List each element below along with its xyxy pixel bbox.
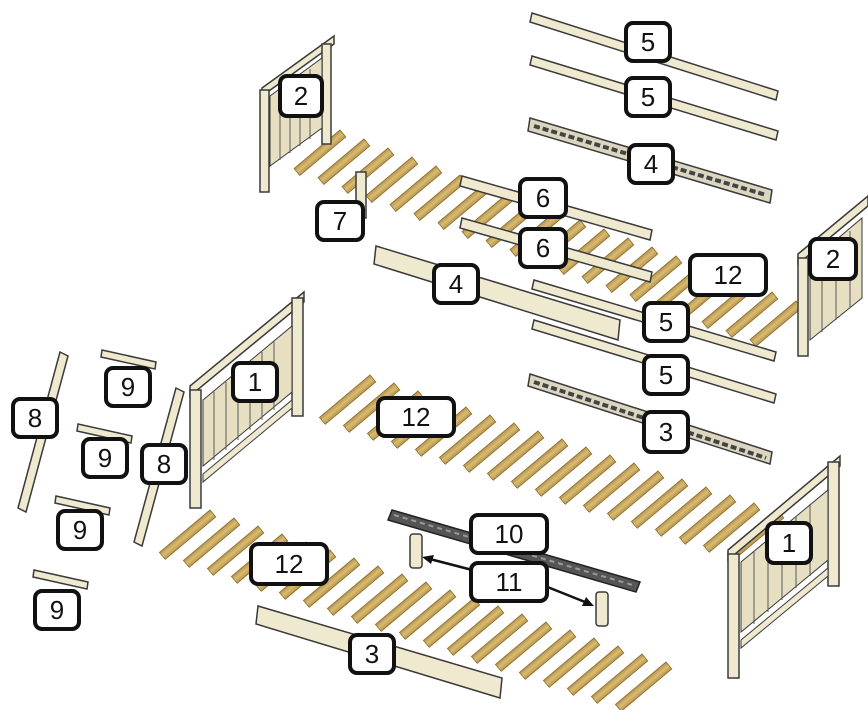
bed-slat	[590, 653, 649, 704]
leg-11-b	[595, 591, 609, 627]
callout-2: 2	[808, 237, 858, 281]
callout-9: 9	[104, 366, 152, 408]
callout-3: 3	[642, 410, 690, 454]
leg-11-a	[409, 533, 423, 569]
bed-slat	[342, 382, 401, 433]
cleat-9-d	[32, 569, 89, 590]
callout-9: 9	[56, 509, 104, 551]
callout-10: 10	[469, 513, 549, 555]
cleat-9-a	[100, 349, 157, 370]
bed-slat	[438, 414, 497, 465]
callout-5: 5	[624, 76, 672, 118]
callout-1: 1	[231, 361, 279, 403]
bed-slat	[614, 661, 673, 710]
callout-7: 7	[315, 200, 365, 242]
bed-slat	[654, 486, 713, 537]
callout-12: 12	[249, 542, 329, 586]
bed-slat	[341, 147, 395, 195]
bed-slat	[510, 438, 569, 489]
callout-12: 12	[376, 396, 456, 438]
callout-11: 11	[469, 561, 549, 603]
bed-slat	[630, 478, 689, 529]
bed-slat	[462, 422, 521, 473]
bed-slat	[518, 629, 577, 680]
bed-slat	[725, 291, 779, 339]
bed-slat	[566, 645, 625, 696]
bed-slat	[206, 525, 265, 576]
bed-slat	[318, 374, 377, 425]
bed-slat	[365, 156, 419, 204]
bed-slat	[606, 470, 665, 521]
bed-slat	[389, 165, 443, 213]
bed-slat	[158, 509, 217, 560]
bed-slat	[542, 637, 601, 688]
bed-slat	[398, 589, 457, 640]
callout-4: 4	[627, 143, 675, 185]
bed-slat	[446, 605, 505, 656]
callout-8: 8	[11, 397, 59, 439]
callout-12: 12	[688, 253, 768, 297]
callout-5: 5	[624, 21, 672, 63]
bed-slat	[293, 129, 347, 177]
callout-2: 2	[278, 74, 324, 118]
callout-5: 5	[642, 354, 690, 396]
bed-slat	[317, 138, 371, 186]
bed-slat	[629, 255, 683, 303]
bed-slat	[182, 517, 241, 568]
callout-5: 5	[642, 301, 690, 343]
callout-9: 9	[81, 437, 129, 479]
callout-1: 1	[765, 521, 813, 565]
bed-slat	[486, 430, 545, 481]
bed-slat	[470, 613, 529, 664]
bed-slat	[558, 454, 617, 505]
bed-slat	[374, 581, 433, 632]
headboard-1-right	[727, 454, 841, 679]
bed-slat	[350, 573, 409, 624]
bed-slat	[534, 446, 593, 497]
callout-8: 8	[140, 443, 188, 485]
callout-3: 3	[348, 633, 396, 675]
bed-slat	[582, 462, 641, 513]
callout-6: 6	[518, 227, 568, 269]
lower-slats	[158, 374, 785, 710]
callout-4: 4	[432, 263, 480, 305]
bed-slat	[326, 565, 385, 616]
callout-6: 6	[518, 177, 568, 219]
bed-slat	[494, 621, 553, 672]
bed-slat	[702, 502, 761, 553]
callout-9: 9	[33, 589, 81, 631]
bed-slat	[678, 494, 737, 545]
